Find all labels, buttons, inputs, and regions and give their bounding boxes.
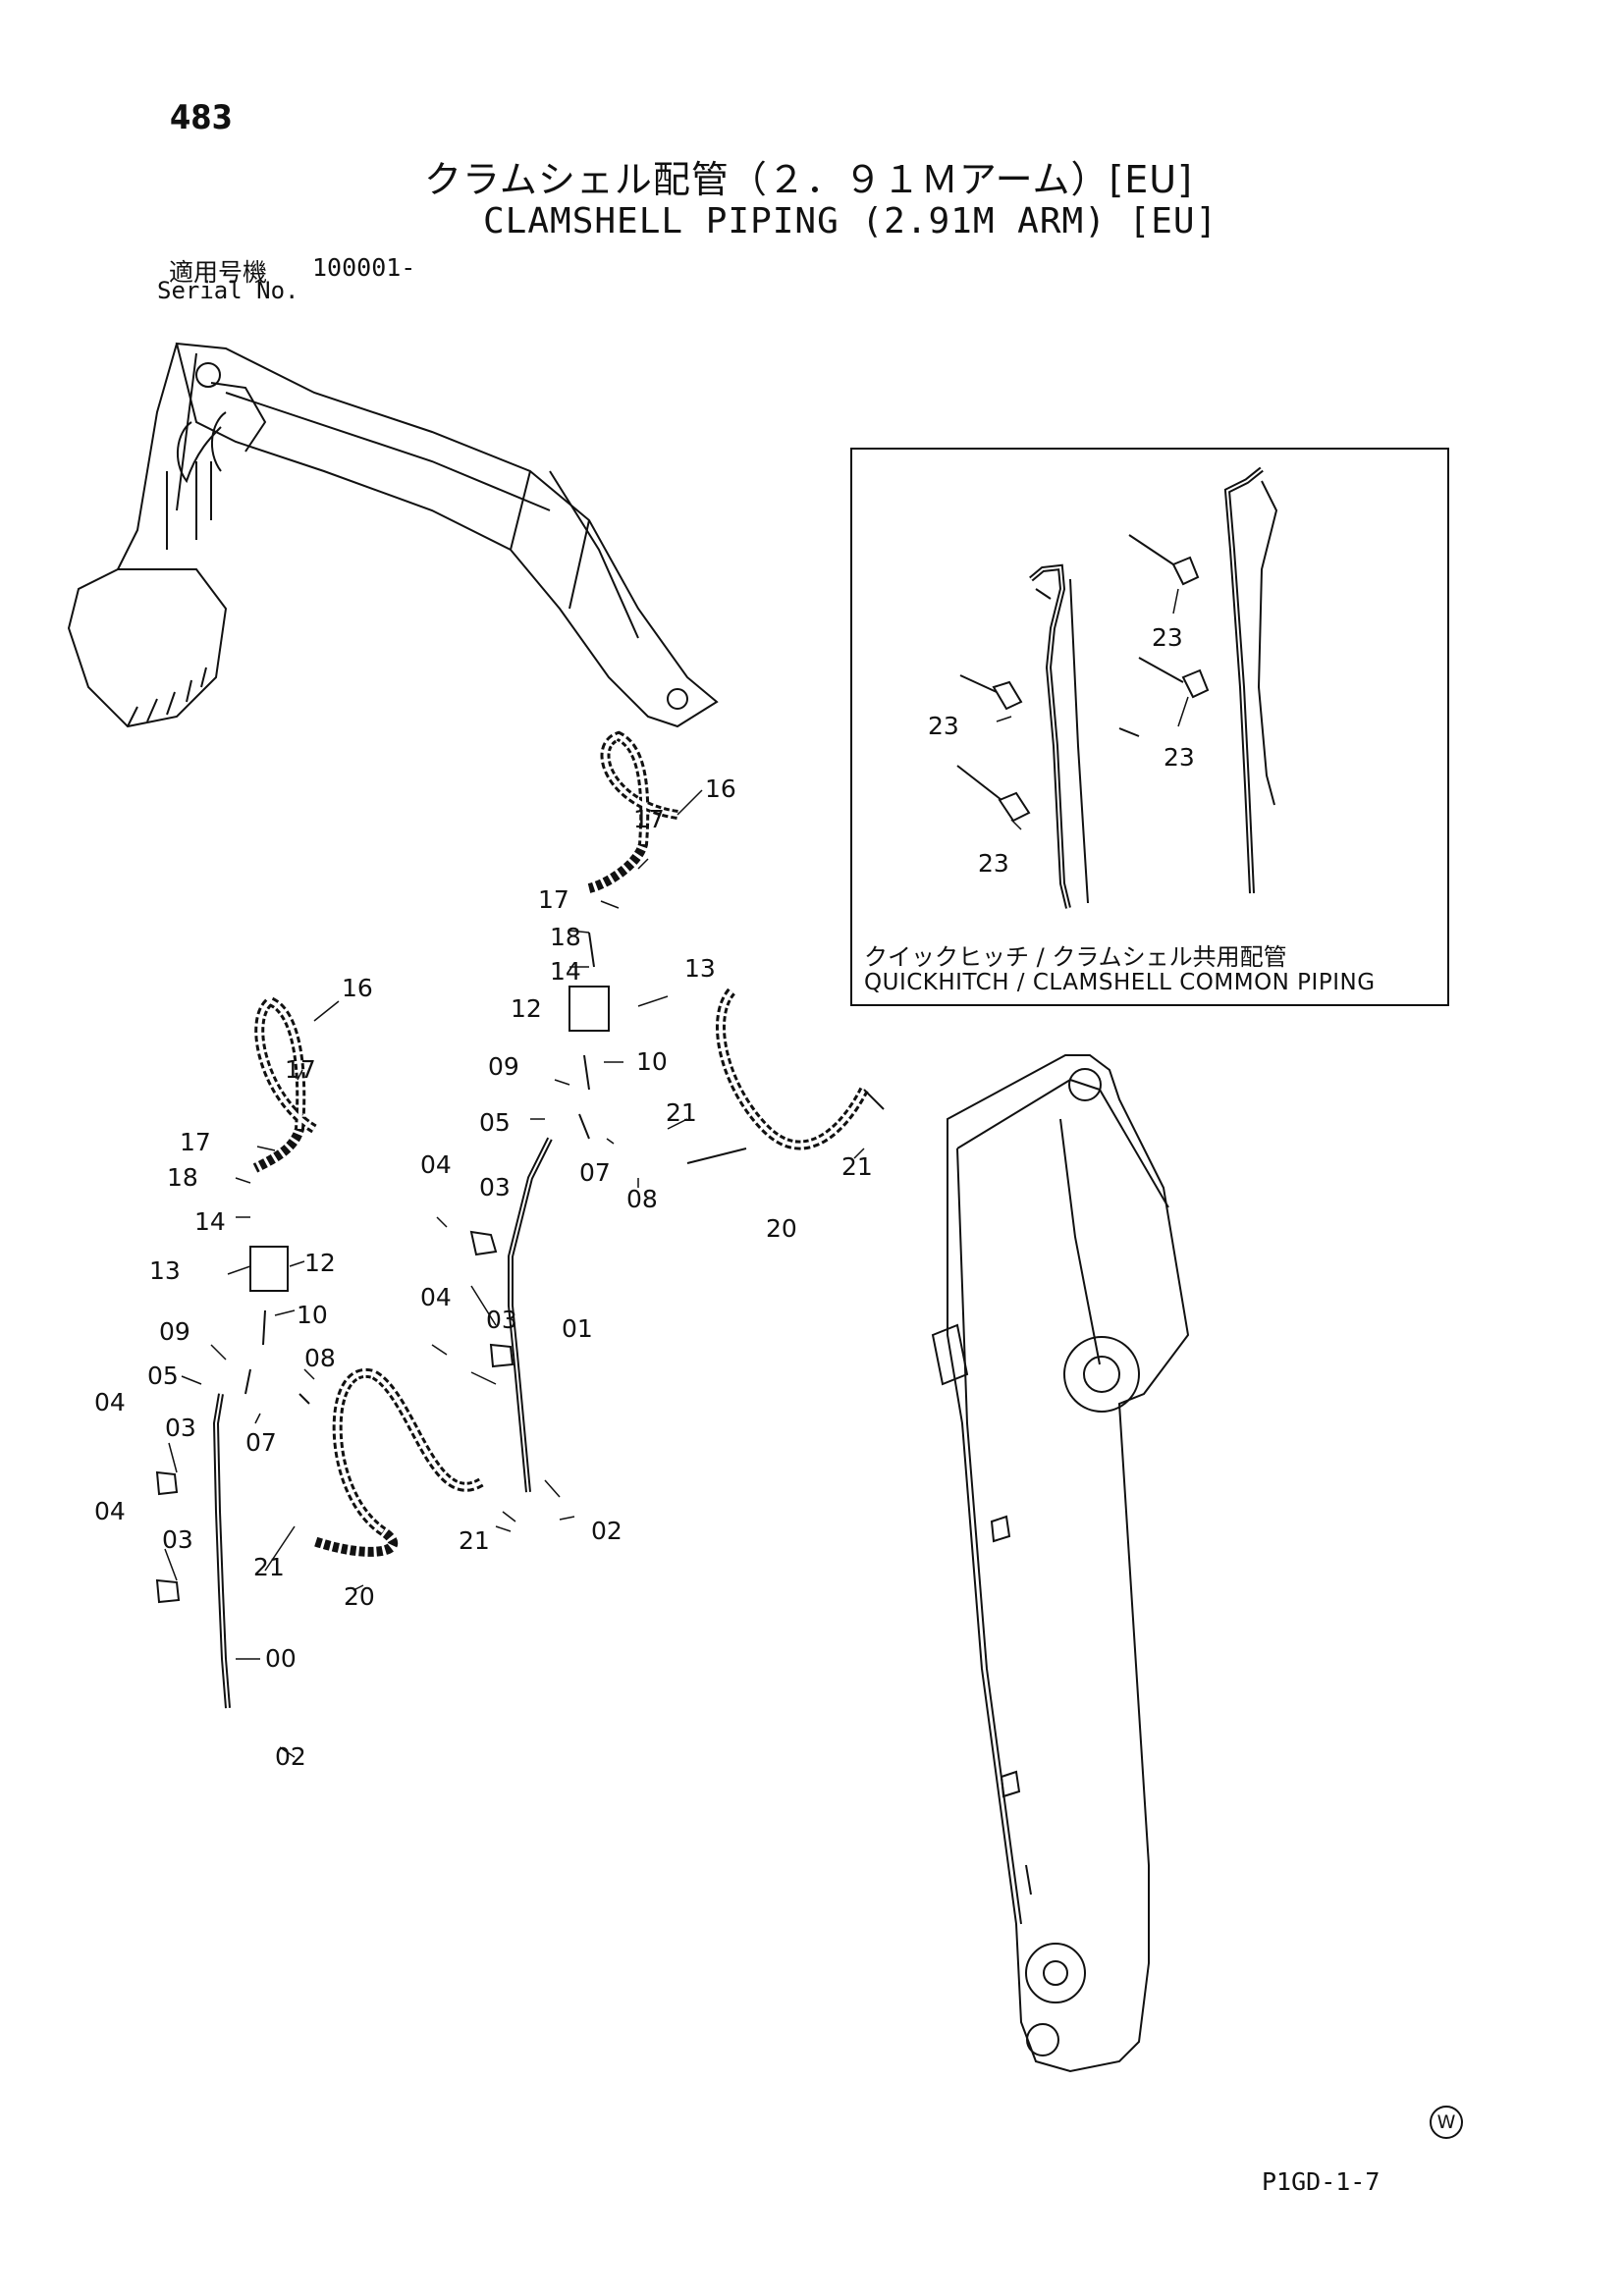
- callout-10a: 10: [636, 1047, 668, 1076]
- callout-03b: 03: [486, 1306, 517, 1334]
- callout-21d: 21: [459, 1526, 490, 1555]
- page-title-japanese: クラムシェル配管（２．９１Ｍアーム）[EU]: [424, 158, 1193, 201]
- serial-label-japanese: 適用号機: [169, 258, 268, 287]
- inset-caption-japanese: クイックヒッチ / クラムシェル共用配管: [864, 943, 1287, 971]
- overview-arm-drawing: [67, 342, 719, 728]
- page-number: 483: [170, 98, 233, 137]
- callout-23d: 23: [1164, 743, 1195, 772]
- block-12-lower: [249, 1246, 289, 1292]
- callout-12a: 12: [511, 994, 542, 1023]
- large-arm-drawing: [931, 1054, 1190, 2073]
- serial-number-value: 100001-: [312, 253, 416, 282]
- callout-08a: 08: [626, 1185, 658, 1213]
- page-title-english: CLAMSHELL PIPING (2.91M ARM) [EU]: [483, 201, 1218, 241]
- callout-12b: 12: [304, 1249, 336, 1277]
- callout-04c: 04: [94, 1388, 126, 1416]
- callout-03d: 03: [162, 1525, 193, 1554]
- callout-23c: 23: [1152, 623, 1183, 652]
- footer-code: P1GD-1-7: [1262, 2167, 1380, 2196]
- callout-18a: 18: [550, 923, 581, 951]
- callout-20a: 20: [766, 1214, 797, 1243]
- serial-label-english: Serial No.: [157, 277, 299, 304]
- callout-17d: 17: [180, 1128, 211, 1156]
- inset-frame: [850, 448, 1449, 1006]
- lower-piping-assembly: [155, 995, 484, 1709]
- callout-14b: 14: [194, 1207, 226, 1236]
- callout-07b: 07: [245, 1428, 277, 1457]
- callout-10b: 10: [297, 1301, 328, 1329]
- w-mark-icon: W: [1430, 2106, 1463, 2139]
- callout-01: 01: [562, 1314, 593, 1343]
- callout-04a: 04: [420, 1150, 452, 1179]
- callout-07a: 07: [579, 1158, 611, 1187]
- callout-04b: 04: [420, 1283, 452, 1311]
- callout-04d: 04: [94, 1497, 126, 1525]
- upper-piping-assembly: [469, 730, 885, 1493]
- callout-21a: 21: [666, 1098, 697, 1127]
- callout-13b: 13: [149, 1256, 181, 1285]
- inset-caption-english: QUICKHITCH / CLAMSHELL COMMON PIPING: [864, 970, 1376, 995]
- callout-09a: 09: [488, 1052, 519, 1081]
- callout-21b: 21: [841, 1152, 873, 1181]
- callout-13a: 13: [684, 954, 716, 983]
- callout-02a: 02: [591, 1517, 623, 1545]
- callout-leaders: [164, 588, 1189, 1758]
- callout-16a: 16: [705, 774, 736, 803]
- callout-23b: 23: [978, 849, 1009, 878]
- callout-14a: 14: [550, 957, 581, 986]
- callout-05a: 05: [479, 1108, 511, 1137]
- callout-02b: 02: [275, 1742, 306, 1771]
- block-12-upper: [568, 986, 610, 1032]
- callout-08b: 08: [304, 1344, 336, 1372]
- callout-03c: 03: [165, 1414, 196, 1442]
- callout-labels: 16 17 17 18 14 13 12 09 10 05 21 21 07 0…: [94, 623, 1195, 1771]
- callout-17c: 17: [285, 1055, 316, 1084]
- callout-17a: 17: [633, 805, 665, 833]
- callout-03a: 03: [479, 1173, 511, 1201]
- callout-09b: 09: [159, 1317, 190, 1346]
- callout-17b: 17: [538, 885, 569, 914]
- callout-05b: 05: [147, 1362, 179, 1390]
- inset-pipes-drawing: [956, 466, 1278, 909]
- callout-18b: 18: [167, 1163, 198, 1192]
- callout-21c: 21: [253, 1553, 285, 1581]
- callout-23a: 23: [928, 712, 959, 740]
- callout-16b: 16: [342, 974, 373, 1002]
- callout-00: 00: [265, 1644, 297, 1673]
- callout-20b: 20: [344, 1582, 375, 1611]
